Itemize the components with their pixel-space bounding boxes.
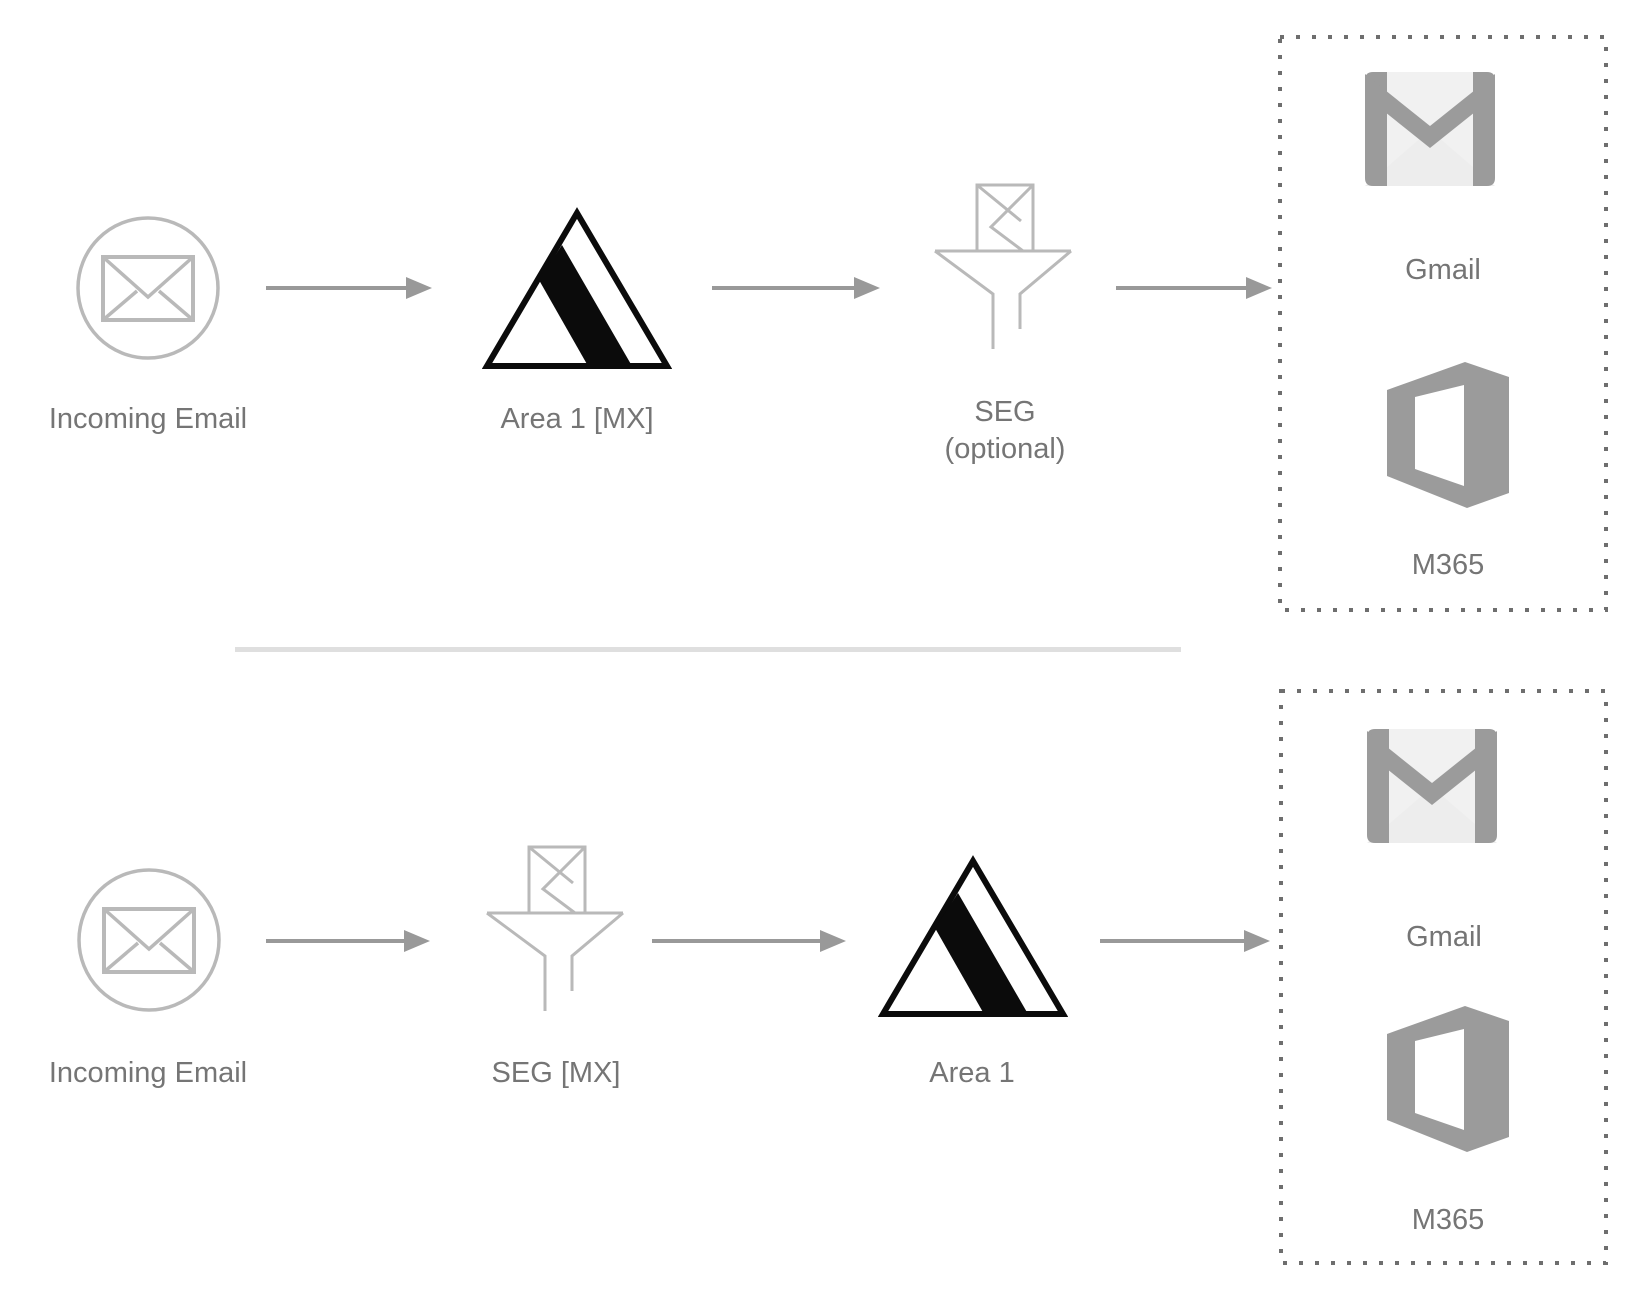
section-divider: [235, 647, 1181, 652]
incoming-email-icon: [75, 866, 223, 1014]
destinations-group: [1278, 35, 1608, 612]
flow-arrow-icon: [712, 275, 880, 301]
area1-mx-label: Area 1 [MX]: [500, 403, 654, 435]
flow-arrow-icon: [652, 928, 846, 954]
incoming-email-label: Incoming Email: [48, 403, 248, 435]
m365-icon: [1387, 1006, 1509, 1152]
seg-mx-label: SEG [MX]: [491, 1057, 621, 1089]
gmail-label: Gmail: [1406, 921, 1482, 953]
seg-funnel-icon: [485, 843, 625, 1015]
m365-label: M365: [1411, 549, 1485, 581]
destinations-group: [1279, 689, 1608, 1265]
m365-icon: [1387, 362, 1509, 508]
gmail-label: Gmail: [1405, 254, 1481, 286]
m365-label: M365: [1411, 1204, 1485, 1236]
area1-logo-icon: [878, 853, 1068, 1018]
incoming-email-label: Incoming Email: [48, 1057, 248, 1089]
flow-arrow-icon: [1116, 275, 1272, 301]
gmail-icon: [1355, 68, 1505, 190]
flow-arrow-icon: [266, 275, 432, 301]
flow-arrow-icon: [1100, 928, 1270, 954]
gmail-icon: [1357, 725, 1507, 847]
flow-arrow-icon: [266, 928, 430, 954]
area1-logo-icon: [482, 205, 672, 370]
area1-label: Area 1: [929, 1057, 1015, 1089]
incoming-email-icon: [74, 214, 222, 362]
seg-optional-label: (optional): [944, 433, 1066, 465]
seg-label: SEG: [974, 396, 1036, 428]
seg-funnel-icon: [933, 181, 1073, 353]
